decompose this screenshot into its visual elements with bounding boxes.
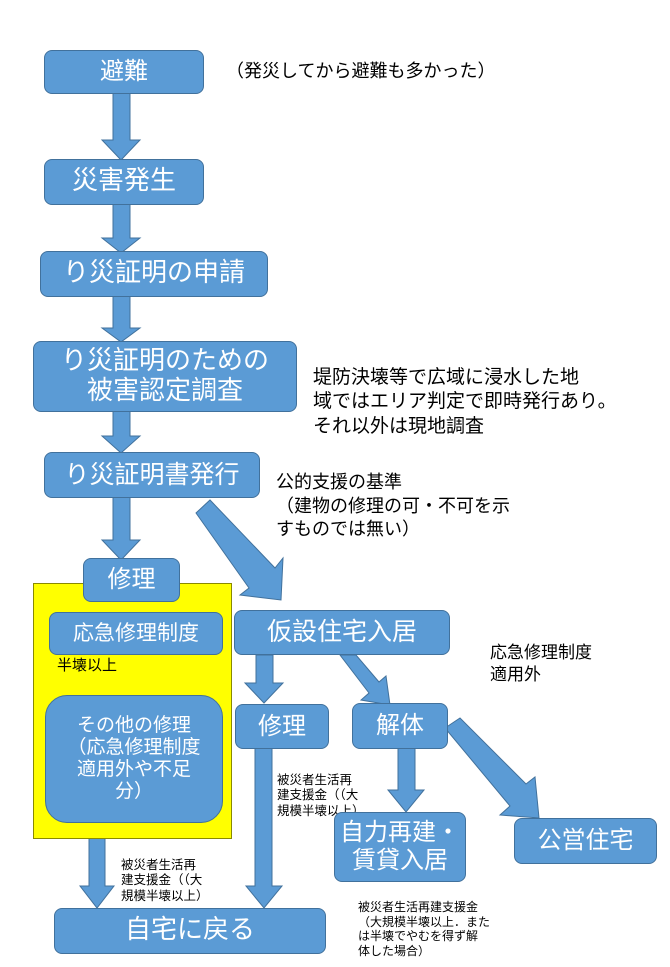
- node-demolition: 解体: [352, 703, 448, 749]
- node-disaster-label: 災害発生: [71, 166, 176, 197]
- note-cert-text: 公的支援の基準 （建物の修理の可・不可を示 すものでは無い）: [276, 472, 510, 541]
- node-issue-cert-label: り災証明書発行: [64, 459, 240, 489]
- note-cert: 公的支援の基準 （建物の修理の可・不可を示 すものでは無い）: [276, 448, 510, 542]
- node-other-repair-label: その他の修理 （応急修理制度 適用外や不足 分）: [67, 714, 201, 802]
- node-repair-temp-label: 修理: [258, 711, 306, 740]
- node-disaster: 災害発生: [44, 159, 204, 205]
- node-demolition-label: 解体: [376, 711, 424, 740]
- node-damage-survey: り災証明のための 被害認定調査: [33, 341, 297, 412]
- node-return-home: 自宅に戻る: [54, 908, 326, 954]
- node-temp-housing-label: 仮設住宅入居: [266, 617, 417, 647]
- arrow-repair-temp-to-home: [244, 747, 284, 909]
- note-temp-text: 応急修理制度 適用外: [490, 643, 592, 686]
- arrow-disaster-to-apply: [100, 203, 142, 254]
- arrow-temp-to-repair: [243, 654, 285, 704]
- note-support-repair: 被災者生活再 建支援金（（大 規模半壊以上）: [277, 756, 365, 819]
- arrow-issue-to-temp: [195, 499, 284, 601]
- node-temp-housing: 仮設住宅入居: [234, 610, 450, 655]
- node-repair-main: 修理: [83, 558, 180, 602]
- node-other-repair: その他の修理 （応急修理制度 適用外や不足 分）: [45, 695, 223, 823]
- node-repair-main-label: 修理: [107, 565, 156, 594]
- note-evacuation-text: （発災してから避難も多かった）: [226, 61, 496, 82]
- node-apply-cert-label: り災証明の申請: [62, 258, 245, 289]
- node-repair-temp: 修理: [235, 704, 329, 749]
- node-self-rebuild-label: 自力再建・ 賃貸入居: [340, 818, 460, 874]
- arrow-evac-to-disaster: [100, 92, 142, 161]
- note-survey-text: 堤防決壊等で広域に浸水した地 域ではエリア判定で即時発行あり。 それ以外は現地調…: [313, 365, 617, 438]
- node-emergency-repair-label: 応急修理制度: [73, 621, 199, 646]
- note-half-destroyed-text: 半壊以上: [57, 656, 118, 674]
- note-support-rebuild: 被災者生活再建支援金 （大規模半壊以上．また は半壊でやむを得ず解 体した場合）: [358, 886, 490, 958]
- node-evacuation-label: 避難: [100, 57, 148, 86]
- note-support-rebuild-text: 被災者生活再建支援金 （大規模半壊以上．また は半壊でやむを得ず解 体した場合）: [358, 900, 491, 958]
- node-emergency-repair: 応急修理制度: [49, 612, 223, 655]
- node-self-rebuild: 自力再建・ 賃貸入居: [334, 812, 466, 882]
- arrow-demolition-to-public: [444, 717, 540, 819]
- arrow-issue-to-repair: [100, 496, 142, 561]
- note-temp: 応急修理制度 適用外: [490, 620, 592, 686]
- arrow-survey-to-issue: [100, 410, 142, 454]
- node-return-home-label: 自宅に戻る: [124, 915, 255, 946]
- note-survey: 堤防決壊等で広域に浸水した地 域ではエリア判定で即時発行あり。 それ以外は現地調…: [313, 340, 617, 439]
- note-support-repair-text: 被災者生活再 建支援金（（大 規模半壊以上）: [277, 771, 365, 818]
- node-damage-survey-label: り災証明のための 被害認定調査: [60, 345, 269, 406]
- note-evacuation: （発災してから避難も多かった）: [226, 60, 495, 83]
- note-support-yellow: 被災者生活再 建支援金（（大 規模半壊以上）: [121, 841, 209, 904]
- arrow-temp-to-demolition: [338, 654, 391, 706]
- note-half-destroyed: 半壊以上: [57, 656, 117, 676]
- arrow-apply-to-survey: [100, 295, 142, 343]
- node-public-housing-label: 公営住宅: [537, 826, 634, 855]
- node-public-housing: 公営住宅: [514, 818, 657, 864]
- note-support-yellow-text: 被災者生活再 建支援金（（大 規模半壊以上）: [121, 856, 209, 903]
- node-issue-cert: り災証明書発行: [44, 452, 260, 498]
- node-apply-cert: り災証明の申請: [40, 251, 268, 297]
- node-evacuation: 避難: [44, 50, 204, 94]
- arrow-demolition-to-rebuild: [386, 746, 426, 813]
